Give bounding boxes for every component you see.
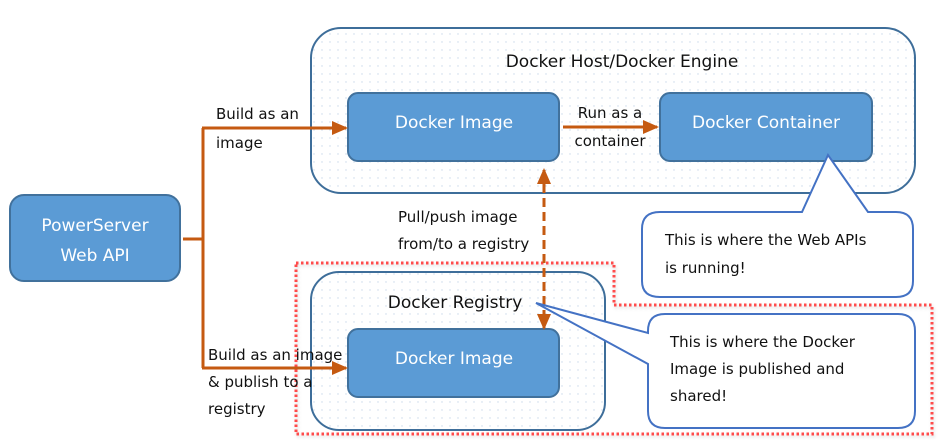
build-image-label-line2: image xyxy=(216,134,263,152)
pull-push-label-line1: Pull/push image xyxy=(398,208,518,226)
web-apis-callout-line2: is running! xyxy=(665,259,746,277)
build-connectors xyxy=(183,120,659,375)
host-docker-image-node[interactable]: Docker Image xyxy=(347,92,560,162)
published-callout-line3: shared! xyxy=(670,387,727,405)
run-container-label-line1: Run as a xyxy=(578,104,643,122)
powerserver-label-line1: PowerServer xyxy=(41,216,148,236)
build-publish-label-line1: Build as an image xyxy=(208,346,342,364)
build-image-label-line1: Build as an xyxy=(216,105,299,123)
web-apis-callout-line1: This is where the Web APIs xyxy=(664,231,867,249)
registry-docker-image-node[interactable]: Docker Image xyxy=(347,328,560,398)
run-container-label-line2: container xyxy=(574,132,646,150)
web-apis-callout: This is where the Web APIs is running! xyxy=(641,152,914,298)
docker-registry-title: Docker Registry xyxy=(388,293,523,313)
registry-docker-image-label: Docker Image xyxy=(395,349,513,369)
published-callout-line2: Image is published and xyxy=(670,360,844,378)
docker-container-node[interactable]: Docker Container xyxy=(659,92,873,162)
published-callout-line1: This is where the Docker xyxy=(669,333,856,351)
build-publish-label-line2: & publish to a xyxy=(208,373,312,391)
published-callout: This is where the Docker Image is publis… xyxy=(535,302,916,429)
powerserver-label-line2: Web API xyxy=(60,246,129,266)
build-publish-label-line3: registry xyxy=(208,400,266,418)
host-docker-image-label: Docker Image xyxy=(395,113,513,133)
pull-push-label-line2: from/to a registry xyxy=(398,235,529,253)
docker-container-label: Docker Container xyxy=(692,113,840,133)
powerserver-web-api-node[interactable]: PowerServer Web API xyxy=(9,194,181,282)
docker-host-title: Docker Host/Docker Engine xyxy=(506,52,739,72)
